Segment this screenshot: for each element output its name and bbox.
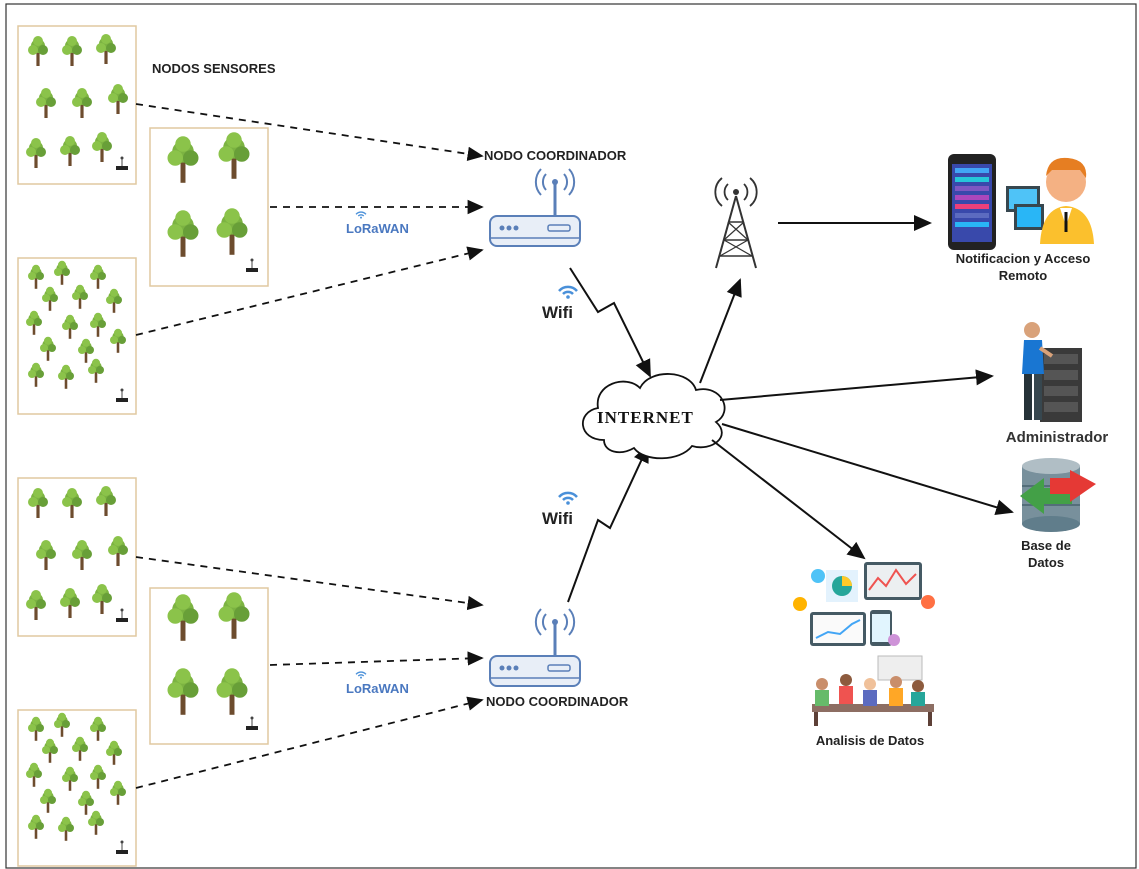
server-admin-icon: [1022, 322, 1082, 422]
link-to-analysis: [711, 439, 866, 560]
antenna-tower-icon: [714, 177, 758, 269]
outer-frame: [5, 3, 1137, 869]
coordinator-bottom-label: NODO COORDINADOR: [486, 694, 629, 709]
lorawan-top-label: LoRaWAN: [346, 221, 409, 236]
wifi-icon: [355, 671, 367, 680]
computer-user-icon: [1006, 157, 1094, 244]
wifi-bottom-label: Wifi: [542, 509, 573, 528]
wifi-icon: [355, 211, 367, 220]
lora-link-5: [269, 651, 484, 666]
wifi-icon: [557, 285, 579, 301]
lora-link-1: [135, 103, 484, 161]
router-icon: [488, 167, 582, 248]
database-icon: [1020, 458, 1096, 532]
lora-link-4: [135, 556, 484, 611]
database-label-line1: Base de: [1021, 538, 1071, 553]
database-label-line2: Datos: [1028, 555, 1064, 570]
link-to-admin: [719, 369, 994, 401]
notification-label-line2: Remoto: [999, 268, 1047, 283]
analytics-icon: [793, 562, 935, 726]
analysis-label: Analisis de Datos: [816, 733, 924, 748]
internet-label: INTERNET: [597, 408, 694, 427]
administrator-label: Administrador: [1006, 429, 1109, 446]
lightning-link-icon: [567, 444, 649, 603]
sensor-panel-3: [17, 257, 137, 415]
wifi-icon: [557, 491, 579, 507]
sensor-panel-2: [149, 127, 269, 287]
lightning-link-icon: [569, 267, 651, 378]
sensor-panel-5: [149, 587, 269, 745]
lorawan-bottom-label: LoRaWAN: [346, 681, 409, 696]
link-to-tower: [699, 278, 742, 384]
router-icon: [488, 607, 582, 688]
sensor-panel-6: [17, 709, 137, 867]
sensor-panel-1: [17, 25, 137, 185]
notification-label-line1: Notificacion y Acceso: [956, 251, 1091, 266]
cloud-icon: [581, 373, 726, 460]
phone-icon: [948, 154, 996, 250]
sensor-nodes-label: NODOS SENSORES: [152, 61, 276, 76]
link-to-database: [721, 423, 1014, 516]
sensor-panel-4: [17, 477, 137, 637]
coordinator-top-label: NODO COORDINADOR: [484, 148, 627, 163]
wifi-top-label: Wifi: [542, 303, 573, 322]
